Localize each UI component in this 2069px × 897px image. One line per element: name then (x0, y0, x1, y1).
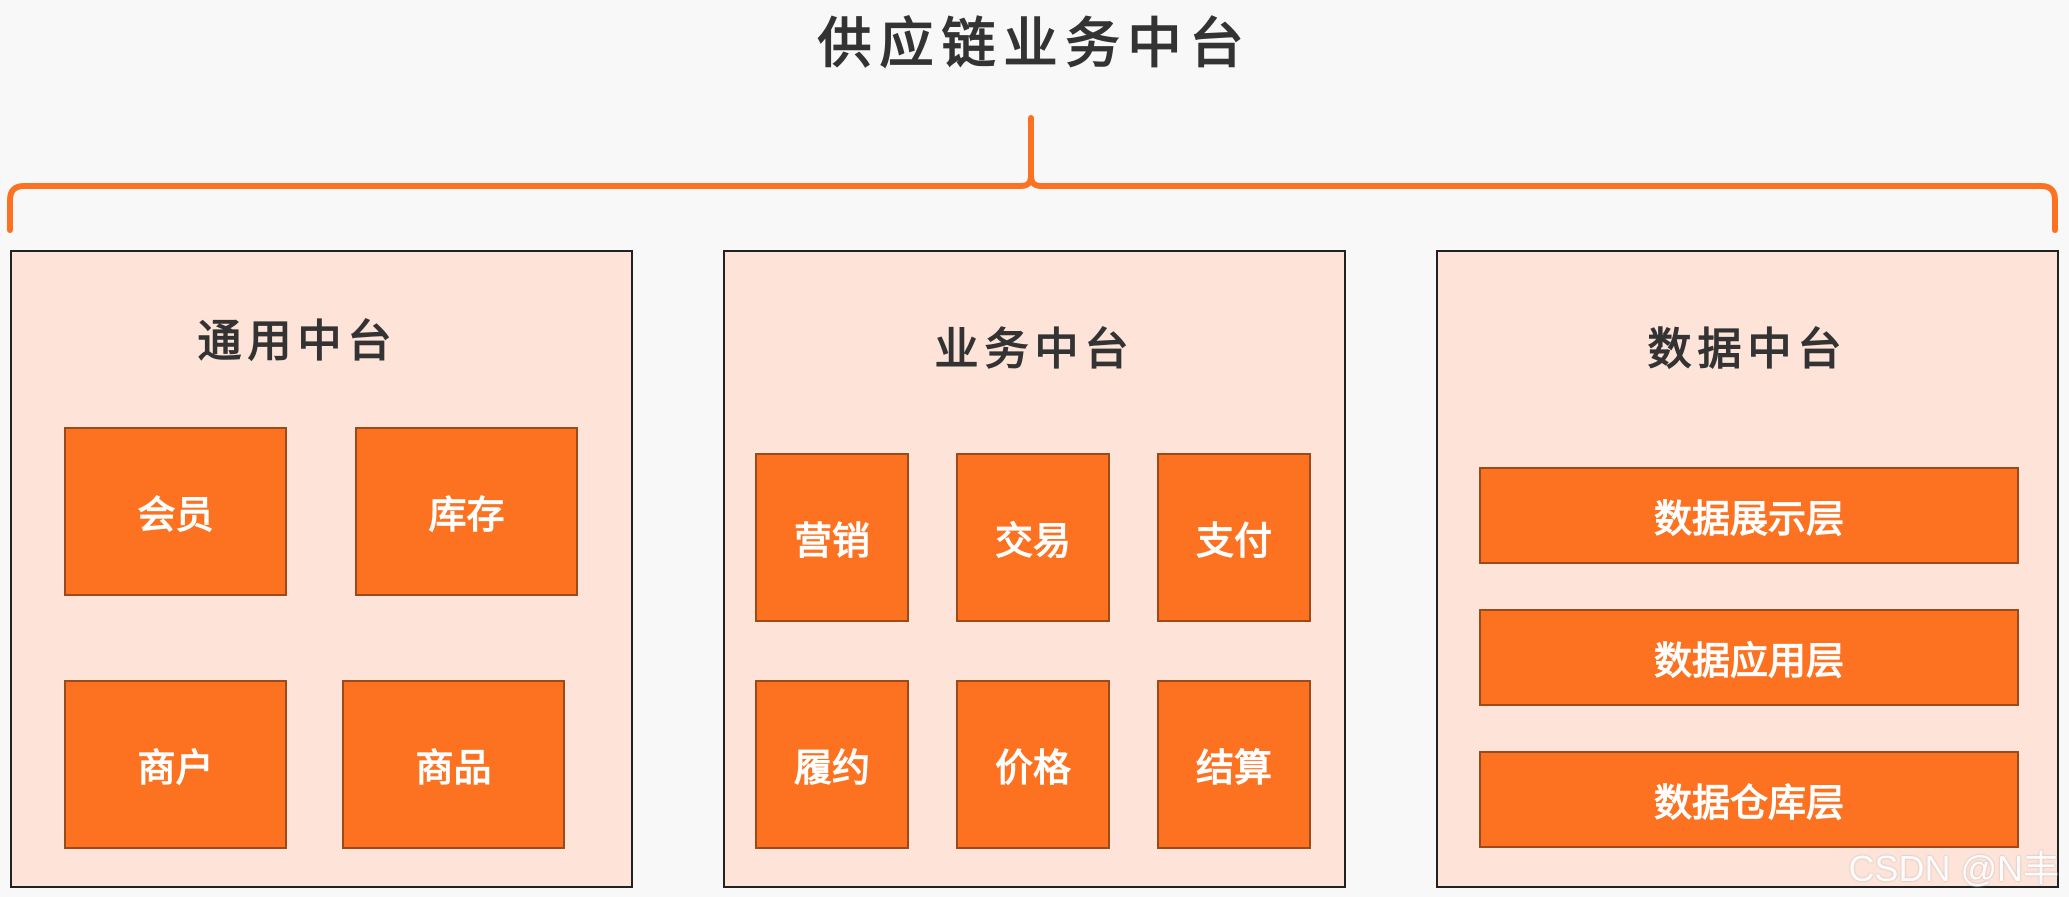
module-fulfillment: 履约 (755, 680, 909, 849)
module-trade: 交易 (956, 453, 1110, 622)
panel-business-platform: 业务中台 营销 交易 支付 履约 价格 结算 (723, 250, 1346, 888)
panel-general-platform: 通用中台 会员 库存 商户 商品 (10, 250, 633, 888)
module-payment: 支付 (1157, 453, 1311, 622)
module-inventory: 库存 (355, 427, 578, 596)
brace-line (7, 115, 2058, 233)
module-price: 价格 (956, 680, 1110, 849)
panel-title: 业务中台 (934, 324, 1135, 375)
layer-data-display: 数据展示层 (1479, 467, 2019, 564)
diagram-title: 供应链业务中台 (817, 12, 1252, 75)
module-settlement: 结算 (1157, 680, 1311, 849)
module-marketing: 营销 (755, 453, 909, 622)
layer-data-warehouse: 数据仓库层 (1479, 751, 2019, 848)
panel-data-platform: 数据中台 数据展示层 数据应用层 数据仓库层 (1436, 250, 2059, 888)
module-merchant: 商户 (64, 680, 287, 849)
layer-data-application: 数据应用层 (1479, 609, 2019, 706)
module-member: 会员 (64, 427, 287, 596)
watermark: CSDN @N丰 (1848, 848, 2059, 889)
module-product: 商品 (342, 680, 565, 849)
panel-title: 数据中台 (1647, 324, 1848, 375)
panel-title: 通用中台 (197, 316, 398, 367)
